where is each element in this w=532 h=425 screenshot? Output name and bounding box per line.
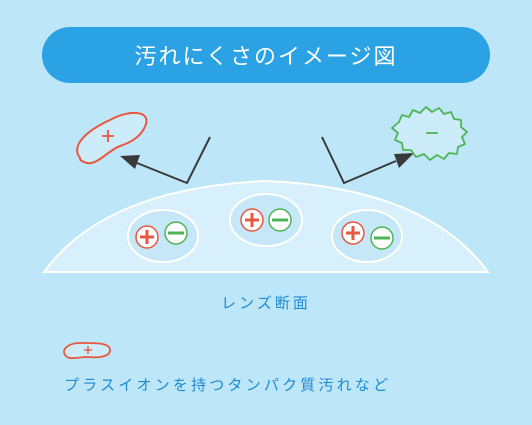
legend-label: プラスイオンを持つタンパク質汚れなど — [64, 376, 392, 394]
positive-dirt-blob — [76, 112, 148, 165]
legend-positive-dirt-icon — [63, 342, 111, 359]
negative-dirt-blob — [391, 106, 468, 161]
page-title: 汚れにくさのイメージ図 — [134, 45, 398, 70]
lens-caption: レンズ断面 — [221, 294, 311, 312]
ion-pair-right — [331, 209, 403, 263]
ion-pair-center — [229, 193, 303, 247]
title-banner: 汚れにくさのイメージ図 — [42, 27, 490, 83]
ion-pair-left — [127, 209, 199, 263]
right-repel-arrow — [321, 136, 414, 185]
left-repel-arrow — [120, 136, 211, 185]
